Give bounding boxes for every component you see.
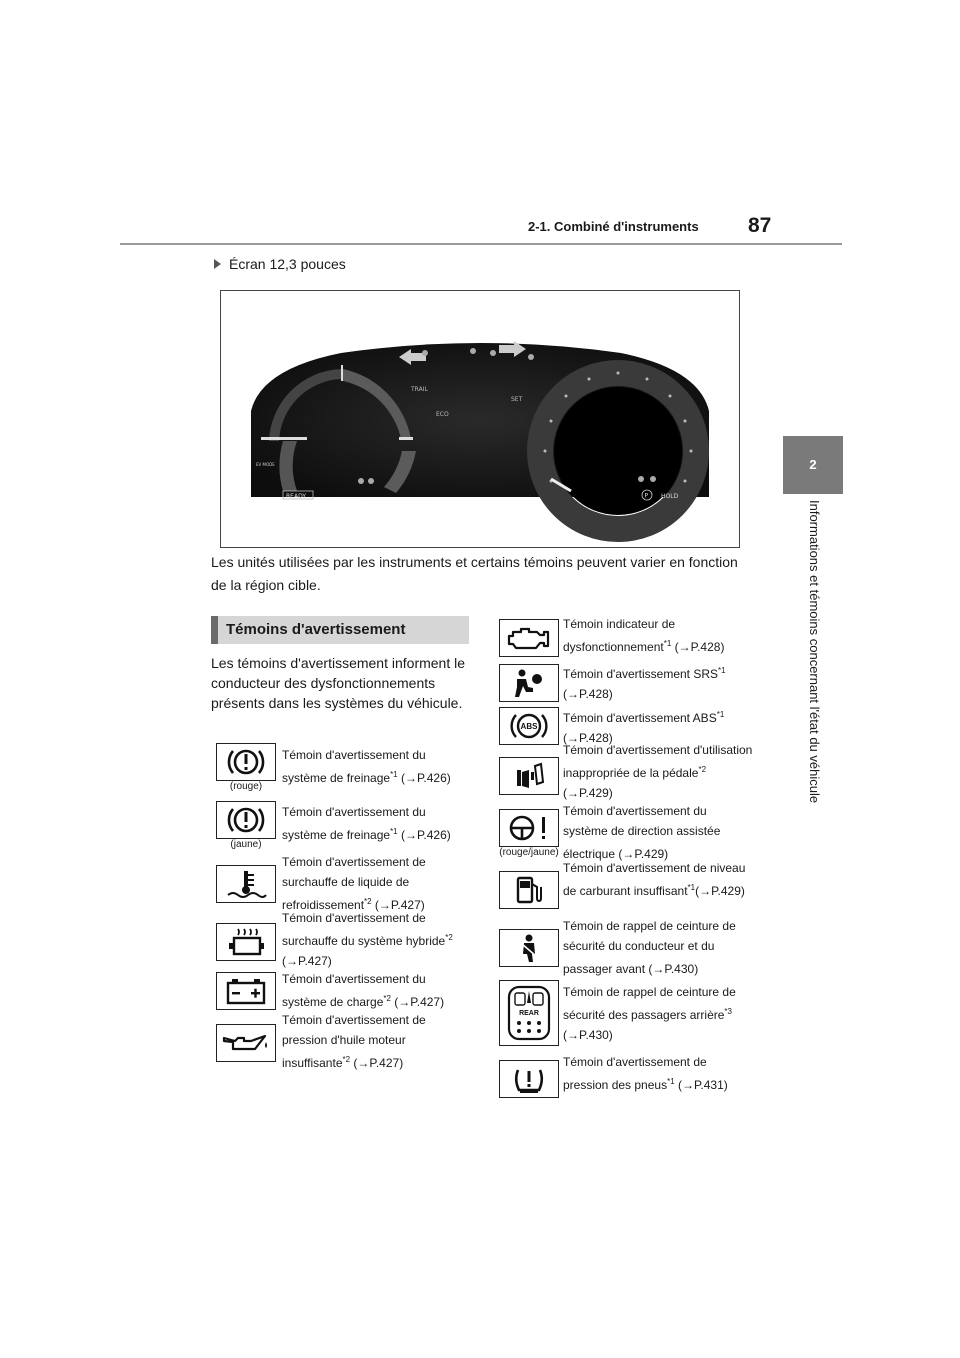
ev-mode-label: EV MODE: [256, 462, 275, 467]
park-label: P: [645, 493, 649, 500]
eco-label: ECO: [436, 411, 449, 418]
chapter-side-label: Informations et témoins concernant l'éta…: [807, 500, 822, 804]
icon-color-note: (rouge): [229, 781, 263, 792]
tire-pressure-icon: [499, 1060, 559, 1098]
abs-icon: ABS: [499, 707, 559, 745]
page-number: 87: [748, 214, 772, 237]
chapter-tab: 2: [783, 436, 843, 494]
rear-seatbelt-icon: REAR: [499, 980, 559, 1046]
instrument-cluster-figure: TRAIL ECO SET READY HOLD P EV MODE: [220, 290, 740, 548]
warning-description: Témoin de rappel de ceinture de sécurité…: [563, 919, 736, 976]
rear-text: REAR: [519, 1010, 539, 1017]
warning-description: Témoin d'avertissement de pression d'hui…: [282, 1013, 426, 1070]
abs-text: ABS: [521, 722, 539, 731]
section-title: 2-1. Combiné d'instruments: [528, 219, 699, 234]
ready-label: READY: [286, 493, 306, 500]
warning-description: Témoin d'avertissement du système de fre…: [282, 748, 451, 785]
brake-warning-icon: [216, 743, 276, 781]
warning-description: Témoin d'avertissement d'utilisation ina…: [563, 743, 753, 800]
fuel-level-icon: [499, 871, 559, 909]
warning-description: Témoin d'avertissement de surchauffe du …: [282, 911, 453, 968]
brake-warning-icon: [216, 801, 276, 839]
coolant-temperature-icon: [216, 865, 276, 903]
battery-charge-icon: [216, 972, 276, 1010]
oil-pressure-icon: [216, 1024, 276, 1062]
seatbelt-reminder-icon: [499, 929, 559, 967]
check-engine-icon: [499, 619, 559, 657]
caption-arrow-icon: [214, 259, 221, 269]
cluster-illustration: TRAIL ECO SET READY HOLD P EV MODE: [251, 341, 709, 542]
warning-description: Témoin d'avertissement SRS*1 (→P.428): [563, 666, 726, 701]
warning-description: Témoin d'avertissement de surchauffe de …: [282, 855, 426, 912]
units-paragraph: Les unités utilisées par les instruments…: [211, 554, 738, 593]
set-label: SET: [511, 396, 523, 403]
hybrid-overheat-icon: [216, 923, 276, 961]
trail-label: TRAIL: [410, 386, 428, 393]
srs-airbag-icon: [499, 664, 559, 702]
pedal-misuse-icon: [499, 757, 559, 795]
figure-caption: Écran 12,3 pouces: [214, 256, 346, 272]
header-divider: [120, 243, 842, 245]
warning-description: Témoin indicateur de dysfonctionnement*1…: [563, 617, 725, 654]
section-heading: Témoins d'avertissement: [211, 616, 469, 644]
power-steering-icon: [499, 809, 559, 847]
icon-color-note: (jaune): [230, 839, 262, 850]
warning-description: Témoin d'avertissement de niveau de carb…: [563, 861, 746, 898]
intro-paragraph: Les témoins d'avertissement informent le…: [211, 655, 466, 711]
warning-description: Témoin d'avertissement ABS*1 (→P.428): [563, 710, 725, 745]
caption-text: Écran 12,3 pouces: [229, 256, 346, 272]
warning-description: Témoin de rappel de ceinture de sécurité…: [563, 985, 736, 1042]
warning-description: Témoin d'avertissement du système de fre…: [282, 805, 451, 842]
warning-description: Témoin d'avertissement du système de cha…: [282, 972, 445, 1009]
icon-color-note: (rouge/jaune): [499, 847, 559, 858]
warning-description: Témoin d'avertissement de pression des p…: [563, 1055, 728, 1092]
hold-label: HOLD: [661, 493, 679, 500]
warning-description: Témoin d'avertissement du système de dir…: [563, 804, 721, 861]
